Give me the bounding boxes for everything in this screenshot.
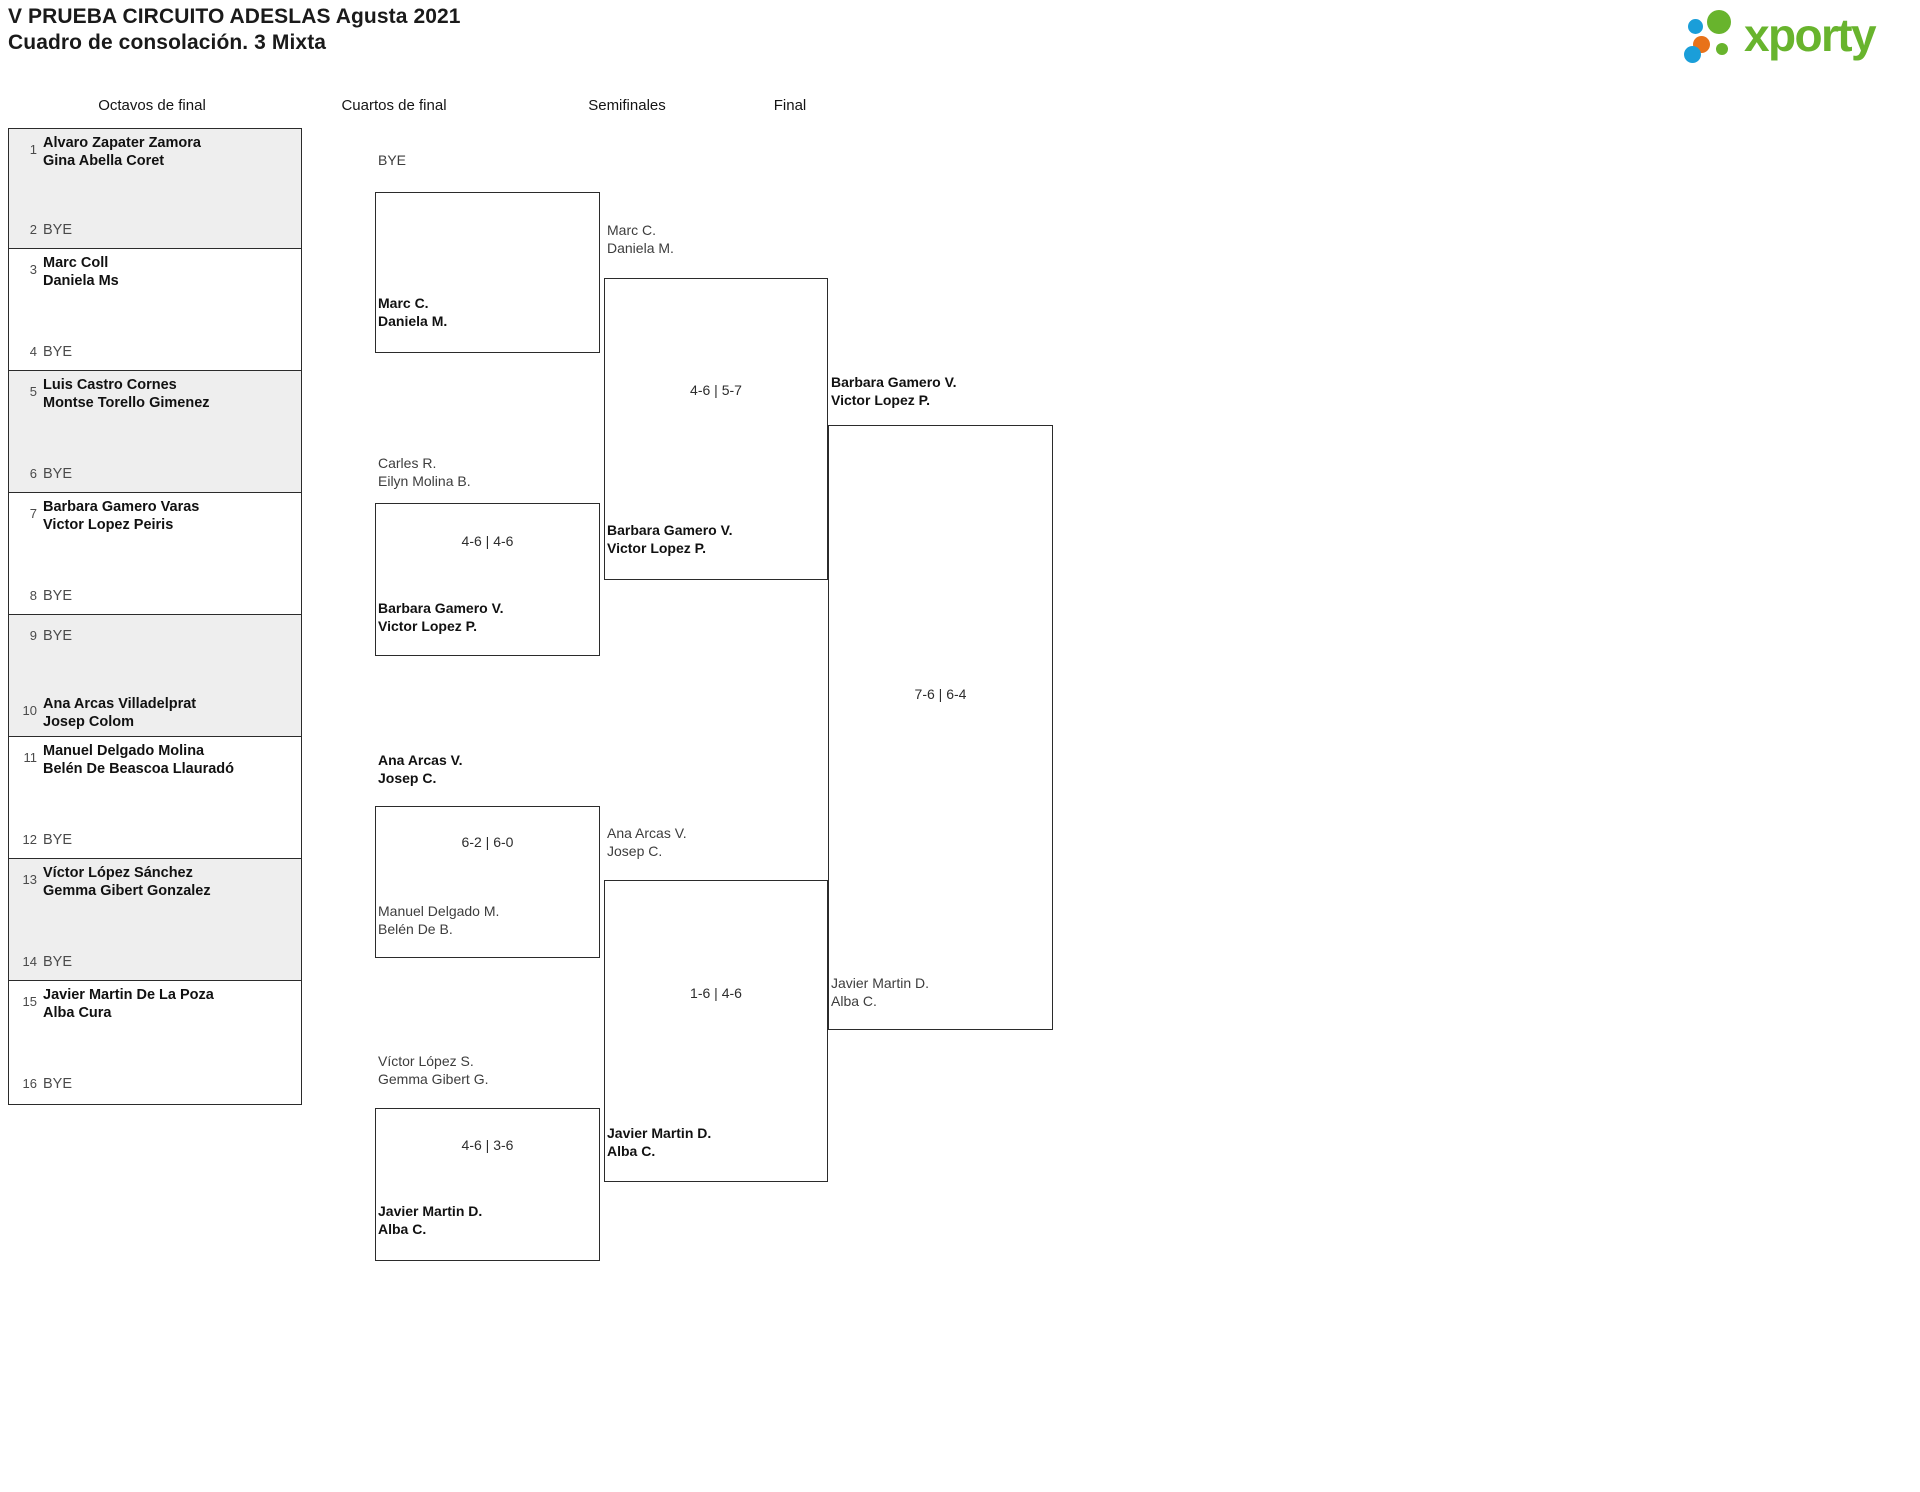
sf1-match-box[interactable]: [604, 278, 828, 580]
qf4-match-box[interactable]: [375, 1108, 600, 1261]
seed-number: 8: [29, 588, 37, 603]
qf1-bottom-team: Marc C.Daniela M.: [378, 295, 448, 329]
sf2-bottom-team: Javier Martin D.Alba C.: [607, 1125, 712, 1159]
tournament-title-block: V PRUEBA CIRCUITO ADESLAS Agusta 2021 Cu…: [8, 4, 461, 56]
round-heading-octavos: Octavos de final: [98, 97, 206, 114]
qf2-bottom-team: Barbara Gamero V.Victor Lopez P.: [378, 600, 504, 634]
seed-number: 2: [29, 222, 37, 237]
r1-slot-seed16[interactable]: 16 BYE: [9, 1063, 303, 1103]
final-score: 7-6 | 6-4: [914, 686, 967, 702]
qf2-match-box[interactable]: [375, 503, 600, 656]
sf1-score: 4-6 | 5-7: [690, 382, 742, 398]
seed-number: 16: [22, 1076, 37, 1091]
seed-number: 5: [29, 384, 37, 399]
r1-slot-seed6[interactable]: 6 BYE: [9, 453, 303, 493]
qf4-score: 4-6 | 3-6: [461, 1137, 514, 1153]
xporty-logo[interactable]: xporty: [1674, 8, 1902, 64]
r1-slot-seed9[interactable]: 9 BYE: [9, 615, 303, 655]
seed-number: 11: [23, 750, 38, 765]
final-match-box[interactable]: [828, 425, 1053, 1030]
xporty-logo-wordmark: xporty: [1744, 9, 1877, 61]
xporty-logo-dots-icon: [1674, 10, 1746, 63]
qf2-score: 4-6 | 4-6: [461, 533, 514, 549]
qf1-match-box[interactable]: [375, 192, 600, 353]
tournament-subtitle: Cuadro de consolación. 3 Mixta: [8, 31, 327, 54]
seed-number: 12: [22, 832, 37, 847]
page-header: V PRUEBA CIRCUITO ADESLAS Agusta 2021 Cu…: [0, 0, 1920, 72]
sf1-bottom-team: Barbara Gamero V.Victor Lopez P.: [607, 522, 733, 556]
round-heading-semifinal: Semifinales: [588, 97, 666, 114]
seed-number: 10: [22, 703, 37, 718]
team-name: BYE: [43, 628, 73, 644]
sf1-top-team: Marc C.Daniela M.: [607, 222, 674, 256]
qf1-top-team: BYE: [378, 152, 407, 168]
seed-number: 13: [22, 872, 37, 887]
r1-slot-seed4[interactable]: 4 BYE: [9, 331, 303, 371]
team-name: BYE: [43, 1076, 73, 1092]
seed-number: 9: [29, 628, 37, 643]
final-bottom-team: Javier Martin D.Alba C.: [831, 975, 930, 1009]
team-name: BYE: [43, 344, 73, 360]
seed-number: 6: [29, 466, 37, 481]
qf4-top-team: Víctor López S.Gemma Gibert G.: [378, 1053, 489, 1087]
seed-number: 3: [29, 262, 37, 277]
qf3-bottom-team: Manuel Delgado M.Belén De B.: [378, 903, 500, 937]
seed-number: 15: [22, 994, 37, 1009]
qf4-bottom-team: Javier Martin D.Alba C.: [378, 1203, 483, 1237]
sf2-match-box[interactable]: [604, 880, 828, 1182]
r1-slot-seed12[interactable]: 12 BYE: [9, 819, 303, 859]
sf2-score: 1-6 | 4-6: [690, 985, 742, 1001]
sf2-top-team: Ana Arcas V.Josep C.: [607, 825, 687, 859]
qf3-top-team: Ana Arcas V.Josep C.: [378, 752, 463, 786]
round-heading-final: Final: [773, 97, 807, 114]
qf2-top-team: Carles R.Eilyn Molina B.: [378, 455, 471, 489]
team-name: BYE: [43, 832, 73, 848]
final-top-team: Barbara Gamero V.Victor Lopez P.: [831, 374, 957, 408]
r1-slot-seed2[interactable]: 2 BYE: [9, 209, 303, 249]
qf3-match-box[interactable]: [375, 806, 600, 958]
tournament-title: V PRUEBA CIRCUITO ADESLAS Agusta 2021: [8, 5, 461, 28]
team-name: BYE: [43, 466, 73, 482]
r1-slot-seed14[interactable]: 14 BYE: [9, 941, 303, 981]
seed-number: 7: [29, 506, 37, 521]
seed-number: 1: [29, 142, 37, 157]
r1-slot-seed8[interactable]: 8 BYE: [9, 575, 303, 615]
qf3-score: 6-2 | 6-0: [461, 834, 514, 850]
team-name: BYE: [43, 954, 73, 970]
round-heading-cuartos: Cuartos de final: [341, 97, 447, 114]
team-name: BYE: [43, 588, 73, 604]
seed-number: 4: [29, 344, 37, 359]
team-name: BYE: [43, 222, 73, 238]
seed-number: 14: [22, 954, 37, 969]
